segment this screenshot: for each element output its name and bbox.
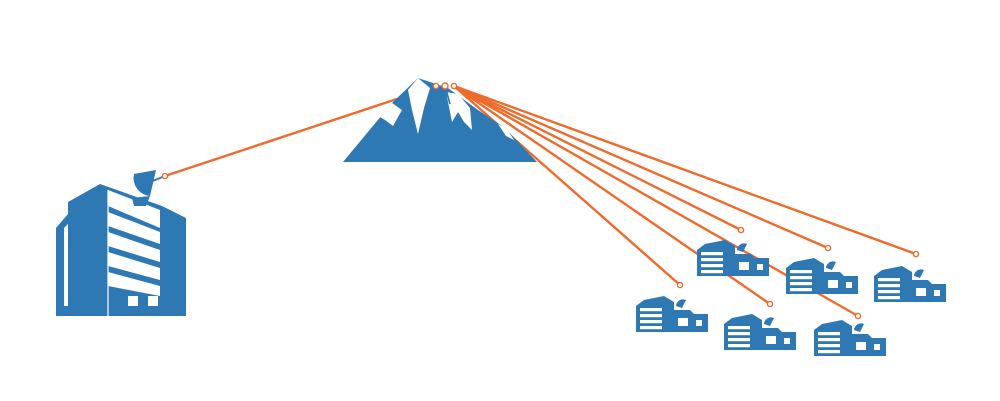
link-relay-branch-6: [453, 84, 917, 256]
branch-building-with-dish-icon: [636, 296, 708, 332]
branch-building-with-dish-icon: [814, 320, 886, 356]
branch-5-link-endpoint: [824, 244, 832, 252]
branch-building-with-dish-icon: [697, 240, 769, 276]
endpoints-layer: [161, 82, 920, 320]
hq-link-endpoint: [161, 172, 169, 180]
satellite-dish-icon: [132, 170, 166, 206]
relay-hub-endpoint: [450, 82, 458, 90]
relay-link-endpoint: [432, 82, 440, 90]
branch-4-link-endpoint: [737, 226, 745, 234]
branch-building-with-dish-icon: [724, 314, 796, 350]
branch-3-link-endpoint: [854, 312, 862, 320]
link-headquarters-relay: [164, 84, 437, 178]
radio-tower-icon: [439, 82, 451, 105]
link-relay-branch-1: [453, 85, 681, 286]
branch-building-with-dish-icon: [786, 258, 858, 294]
branch-building-with-dish-icon: [874, 266, 946, 302]
link-relay-branch-4: [453, 84, 742, 232]
branch-1-link-endpoint: [676, 281, 684, 289]
branch-6-link-endpoint: [912, 250, 920, 258]
headquarters-building-icon: [56, 184, 186, 316]
mountain-relay-icon: [343, 78, 537, 162]
branch-2-link-endpoint: [766, 300, 774, 308]
link-relay-branch-5: [453, 84, 829, 250]
branches-layer: [636, 240, 946, 356]
